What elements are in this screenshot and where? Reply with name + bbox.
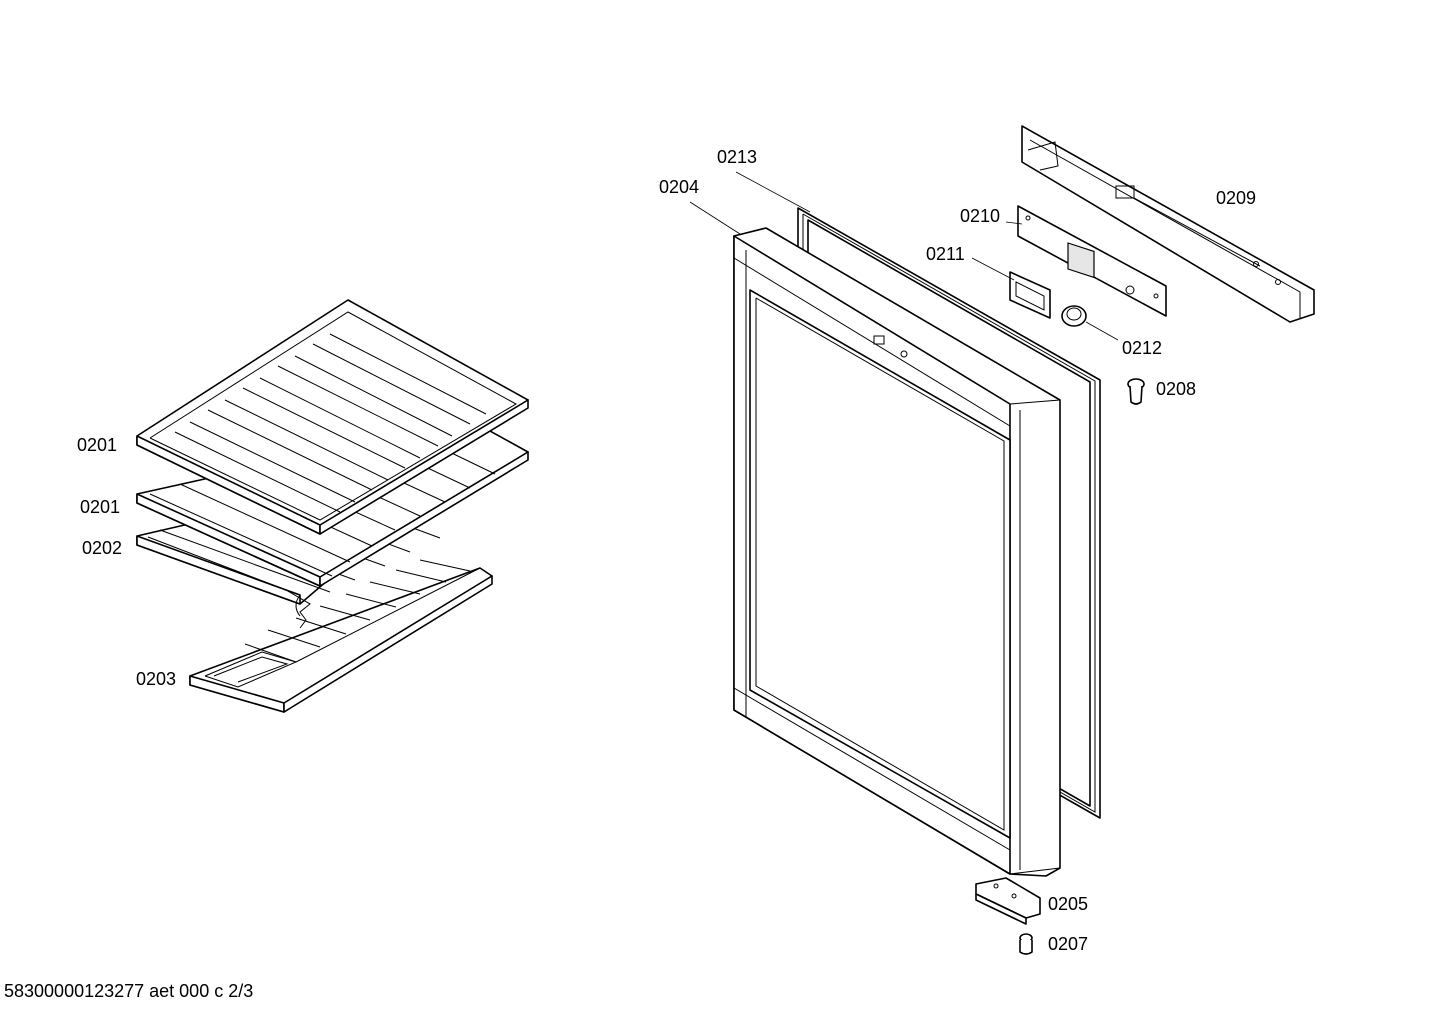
- label-0212: 0212: [1122, 338, 1163, 358]
- hinge-0205: [975, 877, 1041, 925]
- knob-0212: [1061, 305, 1087, 327]
- label-0203: 0203: [136, 669, 177, 689]
- label-0213: 0213: [717, 147, 758, 167]
- label-0209: 0209: [1216, 188, 1257, 208]
- label-0211: 0211: [926, 244, 965, 264]
- label-0202: 0202: [82, 538, 123, 558]
- label-0204: 0204: [659, 177, 700, 197]
- shelf-0203-slats: [244, 559, 481, 663]
- display-0211: [1009, 271, 1051, 319]
- leader-lines: [689, 171, 1119, 341]
- label-0208: 0208: [1156, 379, 1197, 399]
- label-0210: 0210: [960, 206, 1001, 226]
- label-0201-top: 0201: [77, 435, 118, 455]
- label-0207: 0207: [1048, 934, 1089, 954]
- cap-0208: [1127, 378, 1145, 405]
- bushing-0207: [1019, 933, 1033, 955]
- label-0201-middle: 0201: [80, 497, 121, 517]
- hinge-rail-0209: [1021, 125, 1315, 323]
- door-0204: [733, 227, 1061, 877]
- control-board-0210: [1017, 205, 1167, 317]
- shelf-0201-top: [136, 299, 529, 535]
- shelf-0201-top-slats: [174, 333, 487, 513]
- label-0205: 0205: [1048, 894, 1089, 914]
- shelf-0203: [189, 559, 493, 713]
- document-id-footer: 58300000123277 aet 000 c 2/3: [4, 981, 254, 1001]
